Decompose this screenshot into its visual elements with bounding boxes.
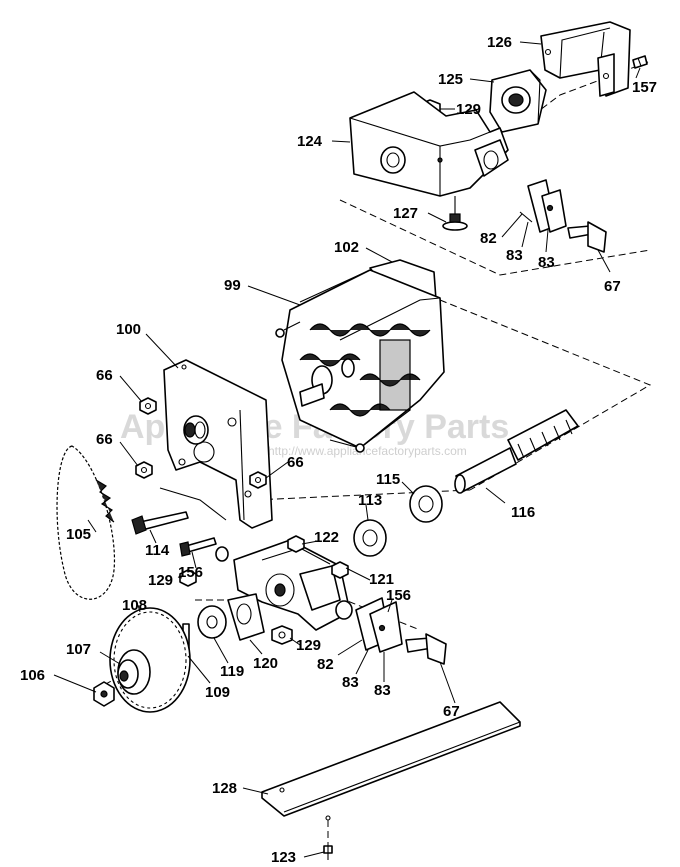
callout-67-upper: 67 <box>604 278 621 295</box>
callout-128: 128 <box>212 780 237 797</box>
callout-66-c: 66 <box>287 454 304 471</box>
part-113-washer <box>353 519 387 557</box>
part-100-mounting-plate <box>159 359 273 529</box>
part-82-83-upper-washers <box>519 179 567 233</box>
part-119-washer <box>197 605 227 639</box>
callout-99: 99 <box>224 277 241 294</box>
callout-129-bottom: 129 <box>296 637 321 654</box>
part-107-hub <box>117 649 151 695</box>
callout-83-lower-a: 83 <box>342 674 359 691</box>
callout-127: 127 <box>393 205 418 222</box>
callout-129-top: 129 <box>456 101 481 118</box>
callout-114: 114 <box>145 542 170 559</box>
callout-156-a: 156 <box>178 564 203 581</box>
callout-122: 122 <box>314 529 339 546</box>
part-82-83-lower-washers <box>355 597 403 653</box>
callout-105: 105 <box>66 526 91 543</box>
callout-106: 106 <box>20 667 45 684</box>
callout-125: 125 <box>438 71 463 88</box>
part-116-shaft <box>454 409 579 494</box>
callout-108: 108 <box>122 597 147 614</box>
part-124-housing <box>349 91 509 197</box>
part-129-nut-bottom <box>271 625 293 645</box>
callout-83-upper-a: 83 <box>506 247 523 264</box>
callout-66-a: 66 <box>96 367 113 384</box>
callout-126: 126 <box>487 34 512 51</box>
part-120-spacer <box>227 593 265 641</box>
part-122-nuts <box>287 535 349 579</box>
part-123-screw <box>323 845 333 860</box>
part-126-bracket <box>540 21 631 97</box>
part-156-bolt <box>179 537 229 562</box>
callout-120: 120 <box>253 655 278 672</box>
callout-116: 116 <box>511 504 535 521</box>
part-106-nut <box>93 681 115 707</box>
part-127-bumper <box>442 196 468 231</box>
part-129-nut-left <box>179 569 197 587</box>
callout-156-b: 156 <box>386 587 411 604</box>
callout-123: 123 <box>271 849 296 866</box>
callout-83-lower-b: 83 <box>374 682 391 699</box>
callout-66-b: 66 <box>96 431 113 448</box>
callout-107: 107 <box>66 641 91 658</box>
callout-121: 121 <box>369 571 394 588</box>
callout-119: 119 <box>220 663 244 680</box>
part-125-bearing-mount <box>489 69 547 133</box>
part-115-washer <box>409 485 443 523</box>
part-66-nuts <box>135 397 267 489</box>
callout-100: 100 <box>116 321 141 338</box>
callout-129-left: 129 <box>148 572 173 589</box>
callout-82-upper: 82 <box>480 230 497 247</box>
part-157-screw <box>632 55 648 69</box>
callout-109: 109 <box>205 684 230 701</box>
callout-67-lower: 67 <box>443 703 460 720</box>
part-67-lower-bolt <box>405 633 447 665</box>
callout-113: 113 <box>358 492 382 509</box>
callout-102: 102 <box>334 239 359 256</box>
part-114-bolt <box>131 511 189 535</box>
callout-83-upper-b: 83 <box>538 254 555 271</box>
callout-115: 115 <box>376 471 400 488</box>
part-121-bracket <box>233 539 353 631</box>
part-105-chain <box>56 445 116 600</box>
callout-124: 124 <box>297 133 323 150</box>
callout-157: 157 <box>632 79 657 96</box>
part-67-upper-bolt <box>567 221 607 253</box>
callout-82-lower: 82 <box>317 656 334 673</box>
part-99-motor <box>275 269 445 453</box>
part-128-cover-plate <box>261 701 521 846</box>
motor-windings <box>299 323 431 417</box>
callout-labels: 126 157 125 129 124 127 82 83 83 67 102 … <box>20 34 657 866</box>
watermark-url: http://www.appliancefactoryparts.com <box>268 444 467 458</box>
leader-lines <box>53 41 641 858</box>
